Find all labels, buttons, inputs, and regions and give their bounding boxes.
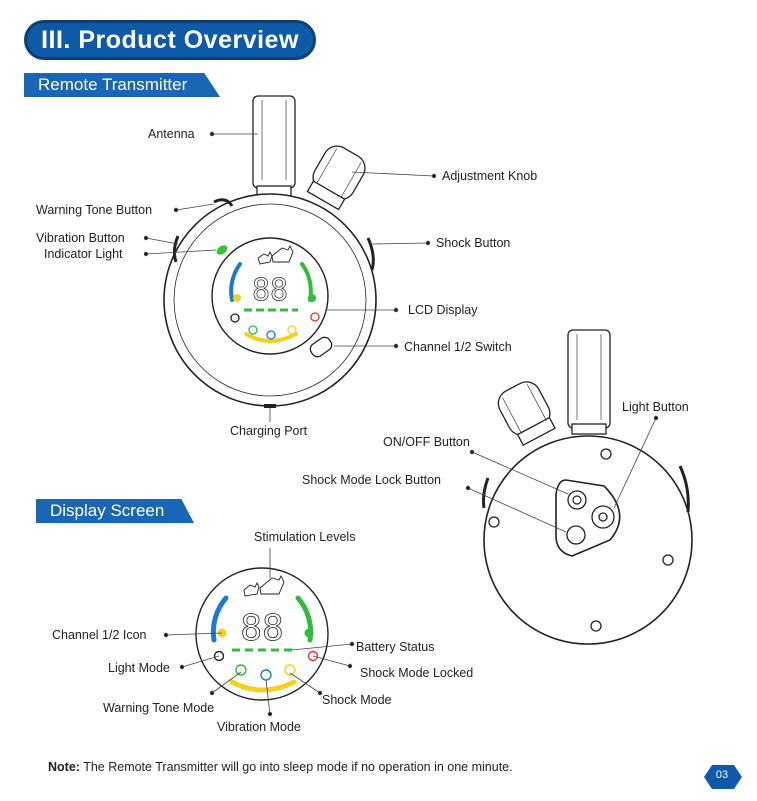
indicator-light — [216, 245, 228, 255]
remote-transmitter-back — [482, 329, 693, 645]
note-text: The Remote Transmitter will go into slee… — [83, 760, 513, 774]
label-warning-tone-button: Warning Tone Button — [36, 203, 153, 217]
back-antenna — [567, 329, 611, 429]
section-display-screen: Display Screen — [36, 499, 194, 523]
page-badge — [704, 765, 742, 789]
label-shock-mode-locked: Shock Mode Locked — [360, 666, 474, 680]
channel-switch — [309, 336, 333, 358]
label-indicator-light: Indicator Light — [44, 247, 123, 261]
page-title: III. Product Overview — [24, 20, 316, 60]
svg-text:88: 88 — [252, 273, 288, 308]
svg-text:88: 88 — [240, 608, 283, 649]
back-knob — [497, 381, 556, 447]
label-battery-status: Battery Status — [356, 640, 435, 654]
note: Note: The Remote Transmitter will go int… — [48, 760, 513, 774]
label-shock-mode: Shock Mode — [322, 693, 392, 707]
label-warning-tone-mode: Warning Tone Mode — [103, 701, 215, 715]
label-on-off-button: ON/OFF Button — [383, 435, 470, 449]
page-number: 03 — [715, 769, 729, 781]
label-channel-switch: Channel 1/2 Switch — [404, 340, 512, 354]
label-adjustment-knob: Adjustment Knob — [442, 169, 538, 183]
label-antenna: Antenna — [148, 127, 195, 141]
on-off-button — [567, 490, 587, 510]
label-shock-mode-lock-button: Shock Mode Lock Button — [302, 473, 441, 487]
label-vibration-button: Vibration Button — [36, 231, 125, 245]
label-channel-icon: Channel 1/2 Icon — [52, 628, 147, 642]
label-vibration-mode: Vibration Mode — [217, 720, 301, 734]
note-label: Note: — [48, 760, 80, 774]
display-screen-detail: 88 — [195, 567, 329, 701]
lcd-display — [211, 237, 329, 355]
antenna — [252, 95, 296, 189]
label-shock-button: Shock Button — [436, 236, 511, 250]
remote-transmitter-front: 88 — [163, 95, 377, 408]
label-light-button: Light Button — [622, 400, 689, 414]
label-light-mode: Light Mode — [108, 661, 170, 675]
charging-port — [264, 404, 276, 408]
label-lcd-display: LCD Display — [408, 303, 478, 317]
light-button — [591, 505, 615, 529]
adjustment-knob — [306, 145, 366, 211]
section-remote-transmitter: Remote Transmitter — [24, 73, 220, 97]
label-stimulation-levels: Stimulation Levels — [254, 530, 356, 544]
label-charging-port: Charging Port — [230, 424, 308, 438]
shock-mode-lock-button — [566, 525, 586, 545]
